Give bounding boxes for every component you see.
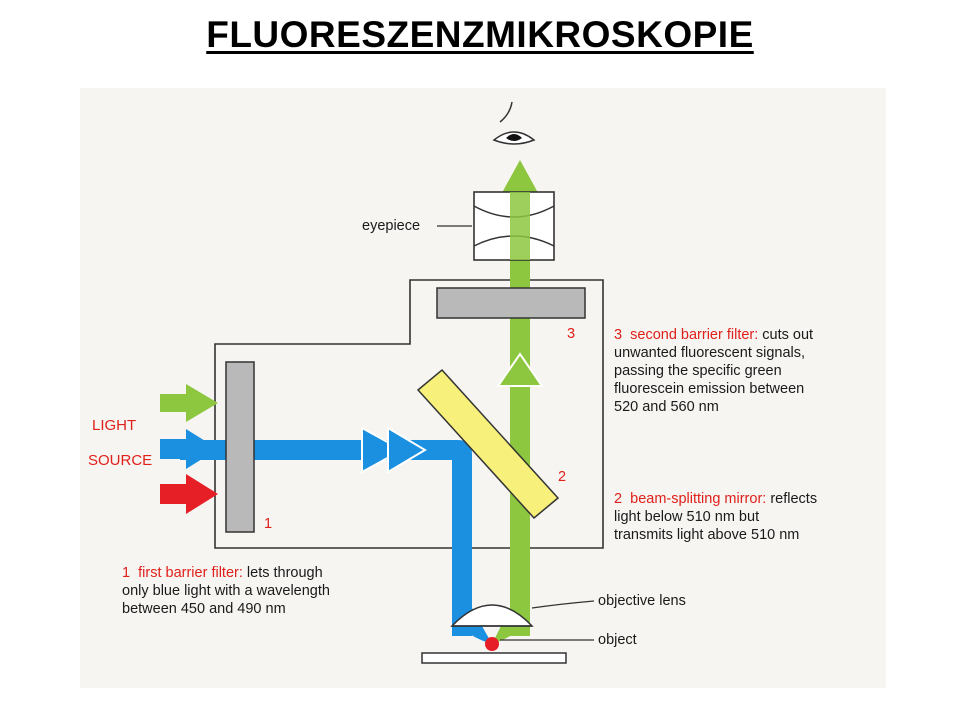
diagram-canvas xyxy=(160,101,604,664)
filter-3-caption-number: 3 xyxy=(614,327,623,343)
filter-3-line2: unwanted fluorescent signals, xyxy=(614,345,806,361)
filter-1-line3: between 450 and 490 nm xyxy=(122,601,286,617)
filter-2-marker: 2 xyxy=(558,469,567,485)
filter-2-caption-number: 2 xyxy=(614,491,623,507)
filter-3-line4: fluorescein emission between xyxy=(614,381,805,397)
eyepiece-lens xyxy=(473,191,555,261)
page-title: FLUORESZENZMIKROSKOPIE xyxy=(206,14,754,55)
filter-3-line5: 520 and 560 nm xyxy=(614,399,719,415)
second-barrier-filter xyxy=(436,287,586,319)
filter-1-line1: lets through xyxy=(242,565,323,581)
filter-2-line1: reflects xyxy=(766,491,818,507)
red-source-arrow xyxy=(160,474,218,514)
object-label: object xyxy=(598,632,637,648)
filter-2-caption: 2 beam-splitting mirror: reflects light … xyxy=(614,490,817,544)
filter-1-marker: 1 xyxy=(264,516,273,532)
objective-leader xyxy=(531,600,595,609)
filter-2-line2: light below 510 nm but xyxy=(614,509,760,525)
fluorescence-microscope-diagram: eyepiece LIGHT SOURCE objective lens obj… xyxy=(80,88,886,688)
beam-splitting-mirror xyxy=(416,368,560,520)
filter-3-caption: 3 second barrier filter: cuts out unwant… xyxy=(614,326,813,416)
blue-source-arrow xyxy=(160,429,218,469)
filter-3-name: second barrier filter: xyxy=(630,327,759,343)
object-dot xyxy=(485,637,499,651)
objective-lens xyxy=(450,604,534,627)
filter-3-marker: 3 xyxy=(567,326,576,342)
filter-1-caption-number: 1 xyxy=(122,565,131,581)
microscope-housing xyxy=(214,279,604,549)
filter-1-name: first barrier filter: xyxy=(138,565,243,581)
filter-2-name: beam-splitting mirror: xyxy=(630,491,767,507)
filter-3-line1: cuts out xyxy=(758,327,814,343)
objective-lens-label: objective lens xyxy=(598,593,686,609)
eyepiece-label: eyepiece xyxy=(362,218,421,234)
first-barrier-filter xyxy=(225,361,255,533)
specimen-stage xyxy=(421,652,567,664)
source-label: SOURCE xyxy=(88,452,153,469)
filter-3-line3: passing the specific green xyxy=(614,363,782,379)
light-label: LIGHT xyxy=(92,417,137,434)
filter-1-caption: 1 first barrier filter: lets through onl… xyxy=(122,564,330,618)
filter-1-line2: only blue light with a wavelength xyxy=(122,583,330,599)
green-source-arrow xyxy=(160,384,218,422)
filter-2-line3: transmits light above 510 nm xyxy=(614,527,800,543)
eye-icon xyxy=(492,101,536,145)
